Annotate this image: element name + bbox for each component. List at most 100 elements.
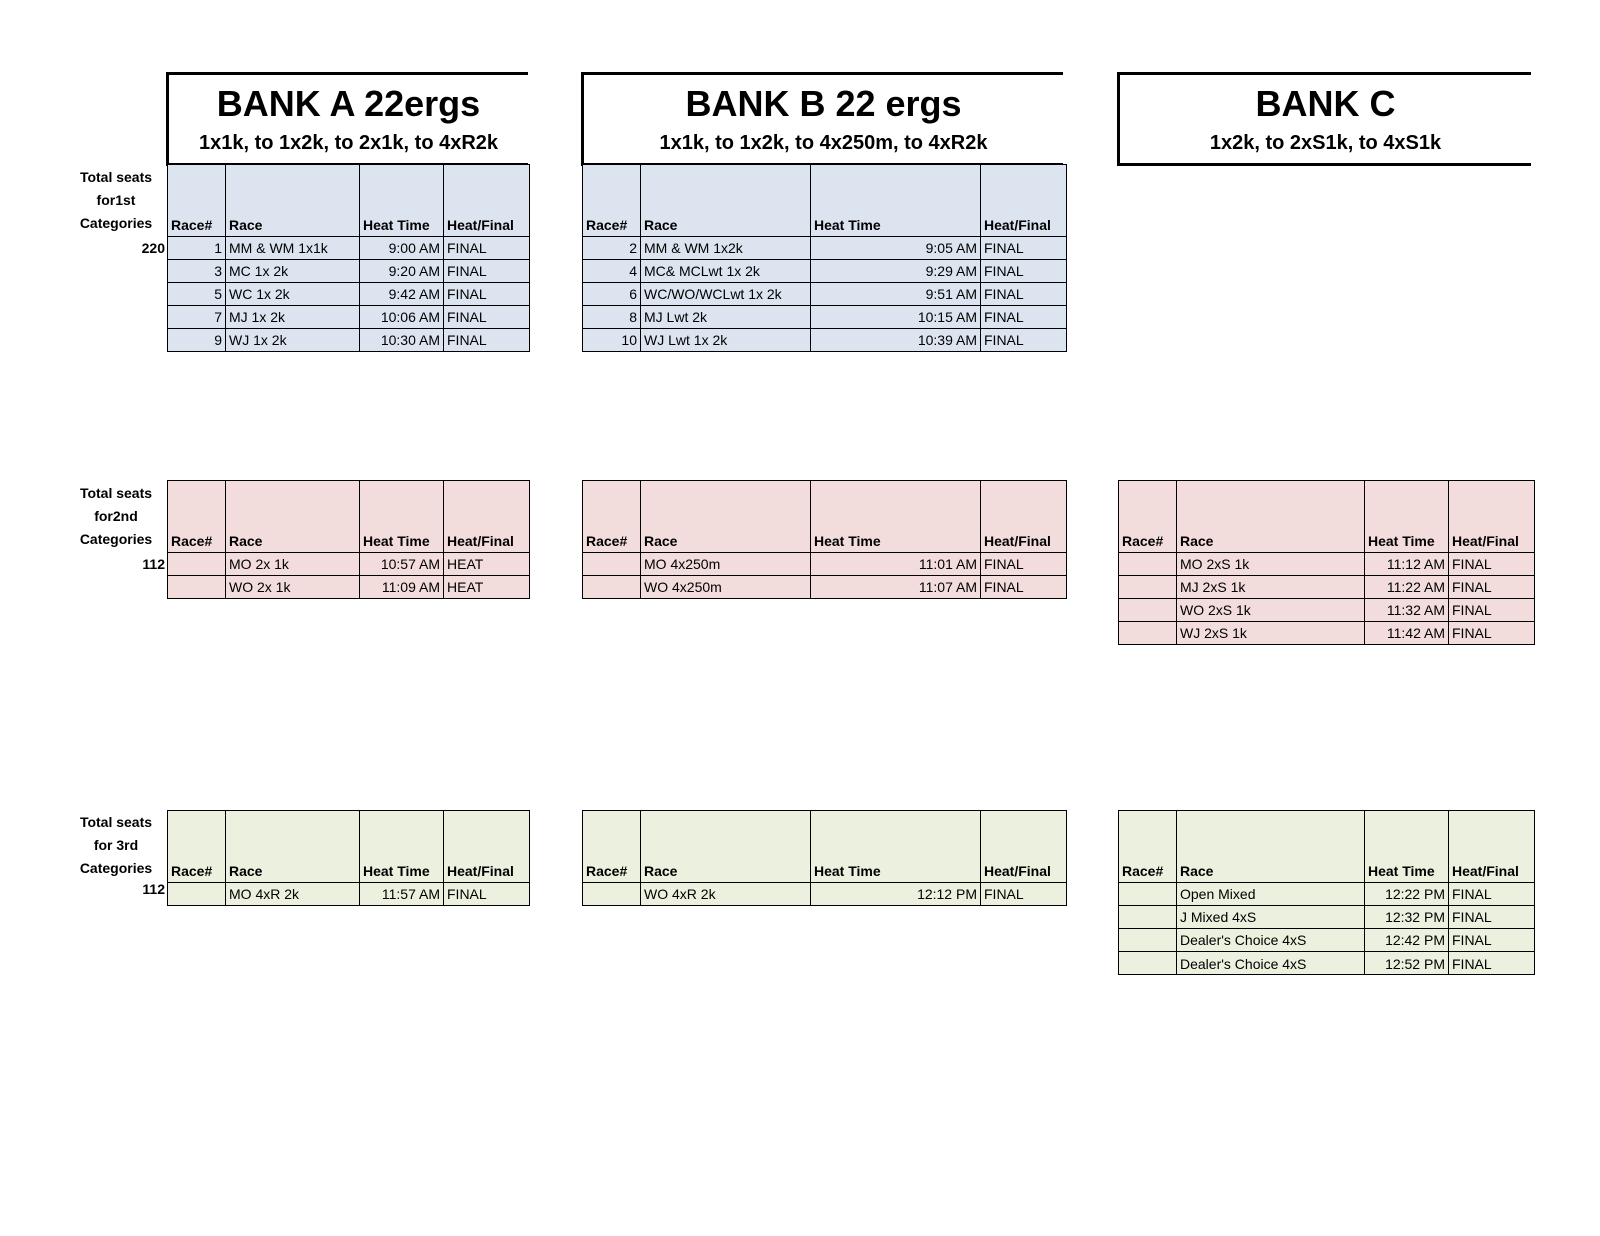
col-heat-final-header: Heat/Final bbox=[1448, 480, 1535, 553]
race-name-cell: MC& MCLwt 1x 2k bbox=[640, 259, 811, 283]
bank-b-title: BANK B 22 ergs bbox=[685, 83, 962, 124]
race-name-cell: MO 2x 1k bbox=[225, 552, 360, 576]
col-heat-time-header: Heat Time bbox=[359, 810, 444, 883]
col-heat-final-header: Heat/Final bbox=[980, 810, 1067, 883]
heat-final-cell: FINAL bbox=[980, 882, 1067, 906]
bank-a-subtitle: 1x1k, to 1x2k, to 2x1k, to 4xR2k bbox=[198, 132, 499, 154]
heat-final-cell: FINAL bbox=[980, 328, 1067, 352]
bank-b-header: BANK B 22 ergs 1x1k, to 1x2k, to 4x250m,… bbox=[581, 72, 1063, 166]
heat-final-cell: FINAL bbox=[980, 305, 1067, 329]
race-number-cell bbox=[1118, 905, 1177, 929]
heat-time-cell: 11:57 AM bbox=[359, 882, 444, 906]
race-number-cell: 10 bbox=[582, 328, 641, 352]
race-name-cell: WO 4xR 2k bbox=[640, 882, 811, 906]
race-name-cell: MO 4xR 2k bbox=[225, 882, 360, 906]
race-number-cell: 4 bbox=[582, 259, 641, 283]
race-name-cell: MO 4x250m bbox=[640, 552, 811, 576]
race-number-cell: 2 bbox=[582, 236, 641, 260]
section-1-label: Total seats for1st Categories bbox=[79, 169, 153, 231]
heat-final-cell: FINAL bbox=[1448, 882, 1535, 906]
race-name-cell: WO 2x 1k bbox=[225, 575, 360, 599]
col-race-no-header: Race# bbox=[1118, 810, 1177, 883]
heat-final-cell: FINAL bbox=[443, 282, 530, 306]
race-name-cell: WO 2xS 1k bbox=[1176, 598, 1365, 622]
heat-time-cell: 11:01 AM bbox=[810, 552, 981, 576]
col-heat-time-header: Heat Time bbox=[1364, 480, 1449, 553]
race-name-cell: Dealer's Choice 4xS bbox=[1176, 951, 1365, 975]
bank-c-title: BANK C bbox=[1255, 83, 1396, 124]
race-number-cell bbox=[1118, 621, 1177, 645]
race-name-cell: MJ 1x 2k bbox=[225, 305, 360, 329]
race-name-cell: MM & WM 1x2k bbox=[640, 236, 811, 260]
col-race-header: Race bbox=[1176, 810, 1365, 883]
heat-time-cell: 9:29 AM bbox=[810, 259, 981, 283]
col-heat-time-header: Heat Time bbox=[359, 164, 444, 237]
heat-time-cell: 10:30 AM bbox=[359, 328, 444, 352]
race-name-cell: Open Mixed bbox=[1176, 882, 1365, 906]
race-name-cell: J Mixed 4xS bbox=[1176, 905, 1365, 929]
heat-time-cell: 12:12 PM bbox=[810, 882, 981, 906]
col-heat-time-header: Heat Time bbox=[810, 480, 981, 553]
race-number-cell bbox=[1118, 552, 1177, 576]
race-name-cell: WC/WO/WCLwt 1x 2k bbox=[640, 282, 811, 306]
race-number-cell bbox=[1118, 951, 1177, 975]
race-name-cell: MJ Lwt 2k bbox=[640, 305, 811, 329]
heat-time-cell: 12:32 PM bbox=[1364, 905, 1449, 929]
heat-time-cell: 11:32 AM bbox=[1364, 598, 1449, 622]
race-number-cell bbox=[1118, 882, 1177, 906]
col-heat-time-header: Heat Time bbox=[359, 480, 444, 553]
section-1-total: 220 bbox=[141, 240, 165, 256]
heat-time-cell: 12:42 PM bbox=[1364, 928, 1449, 952]
col-race-header: Race bbox=[225, 164, 360, 237]
heat-time-cell: 11:42 AM bbox=[1364, 621, 1449, 645]
heat-final-cell: FINAL bbox=[443, 305, 530, 329]
heat-final-cell: FINAL bbox=[1448, 951, 1535, 975]
bank-c-header: BANK C 1x2k, to 2xS1k, to 4xS1k bbox=[1117, 72, 1531, 166]
race-name-cell: MJ 2xS 1k bbox=[1176, 575, 1365, 599]
col-heat-time-header: Heat Time bbox=[1364, 810, 1449, 883]
race-name-cell: MC 1x 2k bbox=[225, 259, 360, 283]
section-2-total: 112 bbox=[142, 556, 165, 572]
race-number-cell bbox=[1118, 575, 1177, 599]
section-2-label: Total seats for2nd Categories bbox=[79, 485, 153, 547]
heat-final-cell: FINAL bbox=[1448, 928, 1535, 952]
heat-time-cell: 10:39 AM bbox=[810, 328, 981, 352]
heat-final-cell: FINAL bbox=[1448, 575, 1535, 599]
race-number-cell bbox=[582, 552, 641, 576]
race-name-cell: WJ Lwt 1x 2k bbox=[640, 328, 811, 352]
race-number-cell: 5 bbox=[167, 282, 226, 306]
col-race-no-header: Race# bbox=[1118, 480, 1177, 553]
heat-time-cell: 12:52 PM bbox=[1364, 951, 1449, 975]
heat-final-cell: FINAL bbox=[980, 575, 1067, 599]
col-race-header: Race bbox=[1176, 480, 1365, 553]
col-heat-final-header: Heat/Final bbox=[980, 164, 1067, 237]
race-name-cell: WC 1x 2k bbox=[225, 282, 360, 306]
col-heat-final-header: Heat/Final bbox=[1448, 810, 1535, 883]
race-number-cell: 6 bbox=[582, 282, 641, 306]
bank-c-subtitle: 1x2k, to 2xS1k, to 4xS1k bbox=[1209, 132, 1442, 154]
col-heat-final-header: Heat/Final bbox=[443, 810, 530, 883]
heat-time-cell: 9:00 AM bbox=[359, 236, 444, 260]
bank-b-subtitle: 1x1k, to 1x2k, to 4x250m, to 4xR2k bbox=[659, 132, 988, 154]
race-number-cell bbox=[1118, 928, 1177, 952]
heat-final-cell: FINAL bbox=[980, 259, 1067, 283]
